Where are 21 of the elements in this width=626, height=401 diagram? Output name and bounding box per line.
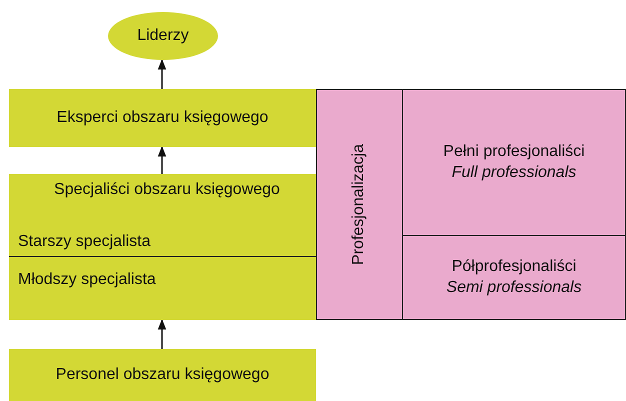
level-box (9, 256, 316, 320)
category-box (402, 235, 626, 320)
node-label: Pełni profesjonaliści (443, 142, 585, 162)
arrow (158, 58, 166, 89)
node-label: Starszy specjalista (18, 232, 150, 252)
level-box (9, 89, 316, 147)
node-label: Personel obszaru księgowego (56, 364, 270, 385)
node-label: Półprofesjonaliści (452, 256, 576, 277)
node-label: Semi professionals (446, 278, 582, 298)
node-label: Eksperci obszaru księgowego (56, 108, 268, 128)
node-label: Specjaliści obszaru księgowego (54, 180, 280, 200)
level-box (9, 349, 316, 401)
node-label: Profesjonalizacja (349, 144, 368, 265)
category-box (316, 89, 403, 320)
node-label: Full professionals (452, 162, 576, 182)
node-label: Liderzy (137, 26, 189, 46)
category-box (402, 89, 626, 236)
level-box (9, 174, 316, 256)
arrow (158, 146, 166, 174)
arrow (158, 318, 166, 349)
node-label: Młodszy specjalista (18, 270, 156, 290)
